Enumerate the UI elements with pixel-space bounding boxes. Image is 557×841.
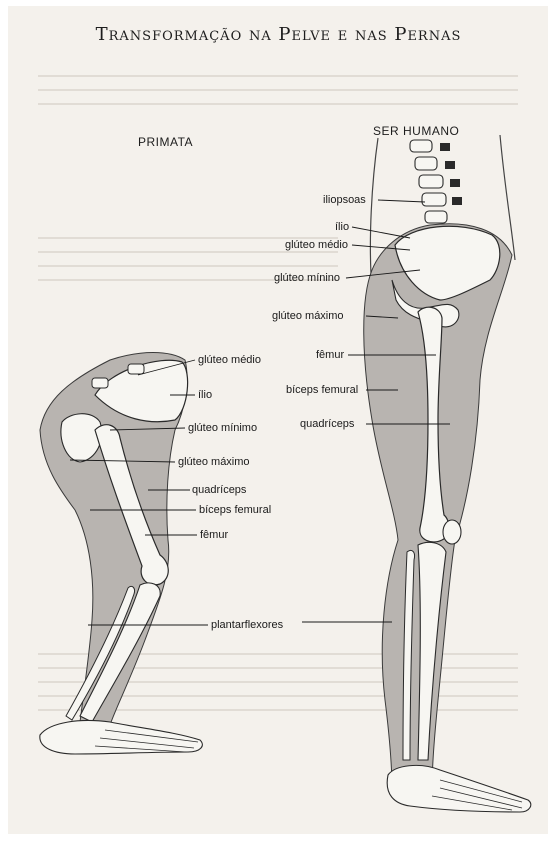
label-plantarflexores: plantarflexores <box>211 619 283 632</box>
human-vertebra <box>415 157 437 170</box>
human-leg <box>364 135 531 812</box>
leader-line-iliopsoas <box>378 200 425 202</box>
label-gluteo-maximo-human: glúteo máximo <box>272 310 344 323</box>
label-quadriceps-human: quadríceps <box>300 418 354 431</box>
label-femur-human: fêmur <box>316 349 344 362</box>
human-vertebra <box>425 211 447 223</box>
human-spinous-process <box>450 179 460 187</box>
label-quadriceps-primate: quadríceps <box>192 484 246 497</box>
label-gluteo-minimo-primate: glúteo mínimo <box>188 422 257 435</box>
primate-vertebra <box>92 378 108 388</box>
label-ilio-human: ílio <box>335 221 349 234</box>
primate-vertebra <box>128 364 144 374</box>
label-ilio-primate: ílio <box>198 389 212 402</box>
human-spinous-process <box>452 197 462 205</box>
label-gluteo-medio-human: glúteo médio <box>285 239 348 252</box>
primate-foot <box>40 721 203 754</box>
label-gluteo-medio-primate: glúteo médio <box>198 354 261 367</box>
label-femur-primate: fêmur <box>200 529 228 542</box>
label-biceps-femural-human: bíceps femural <box>286 384 358 397</box>
human-patella <box>443 520 461 544</box>
label-gluteo-maximo-primate: glúteo máximo <box>178 456 250 469</box>
human-vertebra <box>419 175 443 188</box>
label-gluteo-minino-human: glúteo mínino <box>274 272 340 285</box>
primate-leg <box>40 353 203 755</box>
human-spinous-process <box>440 143 450 151</box>
human-vertebra <box>422 193 446 206</box>
label-iliopsoas: iliopsoas <box>323 194 366 207</box>
human-vertebra <box>410 140 432 152</box>
leader-line-ilio <box>352 227 410 238</box>
label-biceps-femural-primate: bíceps femural <box>199 504 271 517</box>
human-spinous-process <box>445 161 455 169</box>
